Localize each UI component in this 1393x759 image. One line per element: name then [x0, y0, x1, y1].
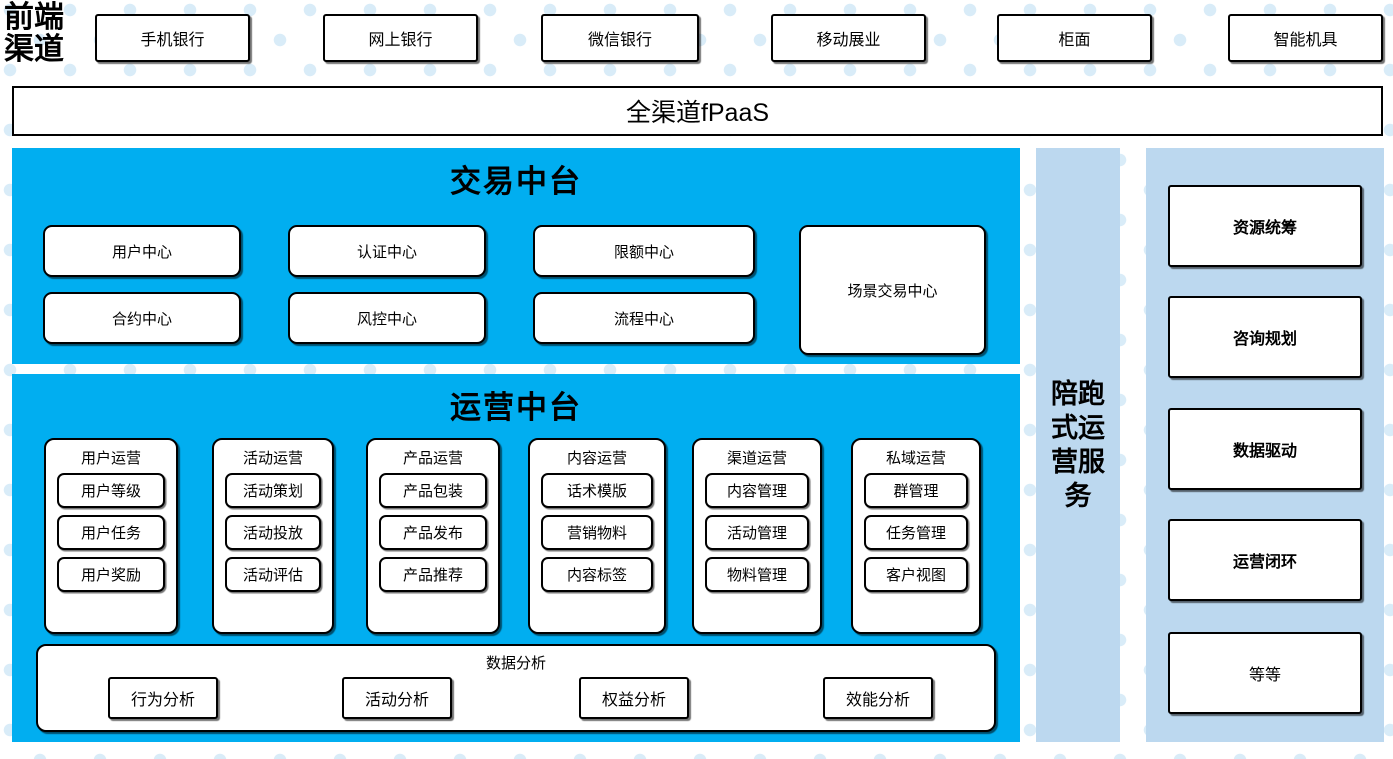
service-label-line: 陪跑 [1051, 379, 1105, 409]
front-channel-label-line1: 前端 [4, 1, 64, 34]
ops-item[interactable]: 产品包装 [379, 473, 487, 508]
ops-column-4: 内容运营话术模版营销物料内容标签 [528, 438, 666, 634]
ops-column-title: 私域运营 [885, 450, 946, 467]
analytics-item-label: 活动分析 [364, 692, 429, 709]
ops-item[interactable]: 客户视图 [864, 557, 968, 592]
channel-box-label: 网上银行 [368, 32, 433, 49]
capability-box-label: 数据驱动 [1232, 443, 1297, 460]
channel-box-5[interactable]: 柜面 [997, 14, 1152, 62]
capability-box-label: 资源统筹 [1232, 220, 1297, 237]
ops-item[interactable]: 活动管理 [705, 515, 809, 550]
ops-item[interactable]: 内容管理 [705, 473, 809, 508]
service-label-line: 营服 [1051, 447, 1105, 477]
ops-item[interactable]: 营销物料 [541, 515, 653, 550]
trade-center-box-label: 用户中心 [111, 243, 172, 261]
analytics-item-3[interactable]: 权益分析 [579, 677, 689, 719]
trade-center-box-6[interactable]: 流程中心 [533, 292, 755, 344]
analytics-item-label: 行为分析 [130, 692, 195, 709]
ops-item[interactable]: 产品发布 [379, 515, 487, 550]
ops-item[interactable]: 活动评估 [225, 557, 321, 592]
front-channel-label: 前端 渠道 [4, 2, 90, 66]
trade-center-box-label: 认证中心 [356, 243, 417, 261]
ops-column-title: 内容运营 [566, 450, 627, 467]
ops-column-title: 渠道运营 [726, 450, 787, 467]
scenario-trade-center-box[interactable]: 场景交易中心 [799, 225, 986, 355]
trade-center-box-1[interactable]: 用户中心 [43, 225, 241, 277]
capability-box-label: 等等 [1248, 667, 1281, 684]
ops-column-5: 渠道运营内容管理活动管理物料管理 [692, 438, 822, 634]
channel-box-label: 手机银行 [140, 32, 205, 49]
channel-box-1[interactable]: 手机银行 [95, 14, 250, 62]
channel-box-4[interactable]: 移动展业 [771, 14, 926, 62]
analytics-item-label: 效能分析 [845, 692, 910, 709]
trade-center-box-label: 限额中心 [613, 243, 674, 261]
analytics-item-1[interactable]: 行为分析 [108, 677, 218, 719]
data-analytics-title: 数据分析 [485, 655, 546, 672]
trade-middle-platform-title: 交易中台 [450, 164, 582, 199]
accompanying-operation-service-label: 陪跑式运营服务 [1048, 377, 1108, 513]
accompanying-operation-service-column: 陪跑式运营服务 [1036, 148, 1120, 742]
omnichannel-fpaas-bar[interactable]: 全渠道fPaaS [12, 86, 1383, 136]
capability-box-2[interactable]: 咨询规划 [1168, 296, 1362, 378]
capability-box-4[interactable]: 运营闭环 [1168, 519, 1362, 601]
channel-box-label: 微信银行 [587, 32, 652, 49]
channel-box-label: 智能机具 [1273, 32, 1338, 49]
channel-box-3[interactable]: 微信银行 [541, 14, 699, 62]
ops-item[interactable]: 内容标签 [541, 557, 653, 592]
ops-item[interactable]: 用户任务 [57, 515, 165, 550]
ops-column-6: 私域运营群管理任务管理客户视图 [851, 438, 981, 634]
capability-box-5[interactable]: 等等 [1168, 632, 1362, 714]
front-channel-label-line2: 渠道 [4, 33, 64, 66]
ops-item[interactable]: 物料管理 [705, 557, 809, 592]
ops-item[interactable]: 用户等级 [57, 473, 165, 508]
ops-column-3: 产品运营产品包装产品发布产品推荐 [366, 438, 500, 634]
trade-center-box-5[interactable]: 风控中心 [288, 292, 486, 344]
channel-box-label: 移动展业 [816, 32, 881, 49]
channel-box-2[interactable]: 网上银行 [323, 14, 478, 62]
scenario-trade-center-label: 场景交易中心 [847, 282, 938, 300]
ops-item[interactable]: 活动投放 [225, 515, 321, 550]
channel-box-6[interactable]: 智能机具 [1228, 14, 1383, 62]
ops-column-title: 活动运营 [242, 450, 303, 467]
ops-item[interactable]: 群管理 [864, 473, 968, 508]
trade-center-box-label: 风控中心 [356, 310, 417, 328]
data-analytics-panel: 数据分析 行为分析 活动分析 权益分析 效能分析 [36, 644, 996, 732]
ops-item[interactable]: 用户奖励 [57, 557, 165, 592]
trade-center-box-3[interactable]: 限额中心 [533, 225, 755, 277]
channel-box-label: 柜面 [1058, 32, 1091, 49]
ops-column-2: 活动运营活动策划活动投放活动评估 [212, 438, 334, 634]
capability-sidebar-panel: 资源统筹咨询规划数据驱动运营闭环等等 [1146, 148, 1384, 742]
ops-item[interactable]: 话术模版 [541, 473, 653, 508]
capability-box-label: 咨询规划 [1232, 331, 1297, 348]
analytics-item-label: 权益分析 [601, 692, 666, 709]
trade-center-box-label: 合约中心 [111, 310, 172, 328]
ops-item[interactable]: 活动策划 [225, 473, 321, 508]
ops-column-title: 产品运营 [402, 450, 463, 467]
service-label-line: 式运 [1051, 413, 1105, 443]
ops-column-title: 用户运营 [80, 450, 141, 467]
capability-box-label: 运营闭环 [1232, 554, 1297, 571]
ops-item[interactable]: 任务管理 [864, 515, 968, 550]
ops-item[interactable]: 产品推荐 [379, 557, 487, 592]
analytics-item-4[interactable]: 效能分析 [823, 677, 933, 719]
omnichannel-fpaas-label: 全渠道fPaaS [625, 99, 770, 127]
trade-center-box-label: 流程中心 [613, 310, 674, 328]
trade-center-box-2[interactable]: 认证中心 [288, 225, 486, 277]
analytics-item-2[interactable]: 活动分析 [342, 677, 452, 719]
service-label-line: 务 [1064, 481, 1092, 511]
trade-center-box-4[interactable]: 合约中心 [43, 292, 241, 344]
capability-box-3[interactable]: 数据驱动 [1168, 408, 1362, 490]
ops-column-1: 用户运营用户等级用户任务用户奖励 [44, 438, 178, 634]
capability-box-1[interactable]: 资源统筹 [1168, 185, 1362, 267]
ops-middle-platform-title: 运营中台 [450, 390, 582, 425]
